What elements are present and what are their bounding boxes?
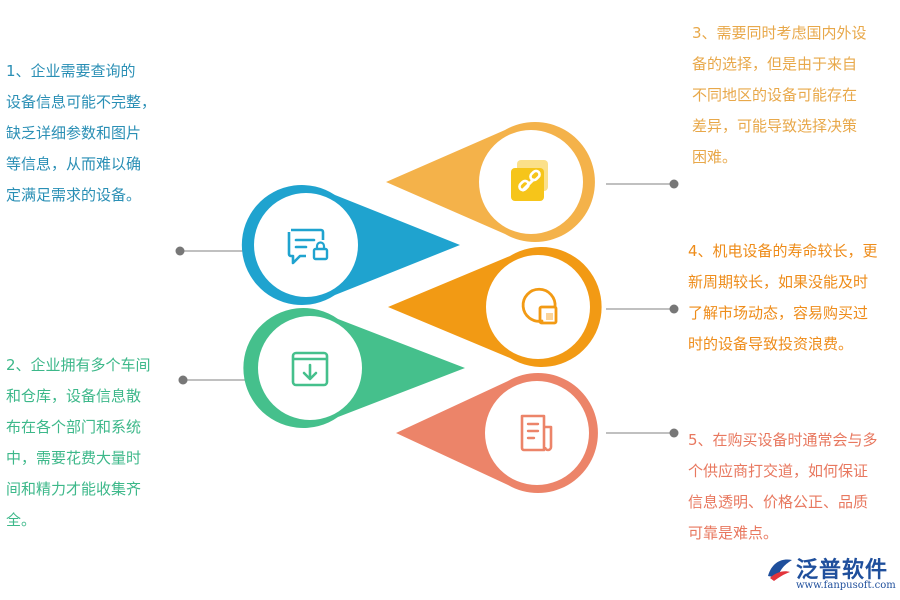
connector-5 xyxy=(606,428,679,438)
connector-3 xyxy=(606,179,679,189)
point-5-text: 5、在购买设备时通常会与多 个供应商打交道，如何保证 信息透明、价格公正、品质 … xyxy=(688,431,878,542)
teardrop-3 xyxy=(386,121,595,243)
download-box-icon xyxy=(291,351,329,387)
point-1-text: 1、企业需要查询的 设备信息可能不完整， 缺乏详细参数和图片 等信息，从而难以确… xyxy=(6,62,157,204)
connector-4 xyxy=(606,304,679,314)
point-4-text: 4、机电设备的寿命较长，更 新周期较长，如果没能及时 了解市场动态，容易购买过 … xyxy=(688,242,878,353)
brand-url: www.fanpusoft.com xyxy=(796,580,896,591)
teardrop-2 xyxy=(243,308,465,429)
brand-logo[interactable]: 泛普软件 www.fanpusoft.com xyxy=(766,552,896,596)
connector-2 xyxy=(178,375,250,385)
teardrop-5 xyxy=(396,373,598,493)
document-icon xyxy=(520,414,553,452)
teardrop-1 xyxy=(241,185,460,305)
point-3-text: 3、需要同时考虑国内外设 备的选择，但是由于来自 不同地区的设备可能存在 差异，… xyxy=(692,24,867,166)
pie-square-icon xyxy=(521,287,558,325)
point-2-text: 2、企业拥有多个车间 和仓库，设备信息散 布在各个部门和系统 中，需要花费大量时… xyxy=(6,356,151,529)
brand-logo-icon xyxy=(768,559,792,581)
teardrop-4 xyxy=(388,247,602,367)
brand-name: 泛普软件 xyxy=(796,558,889,583)
connector-1 xyxy=(175,246,246,256)
link-copy-icon xyxy=(511,160,548,201)
chat-lock-icon xyxy=(287,228,329,265)
